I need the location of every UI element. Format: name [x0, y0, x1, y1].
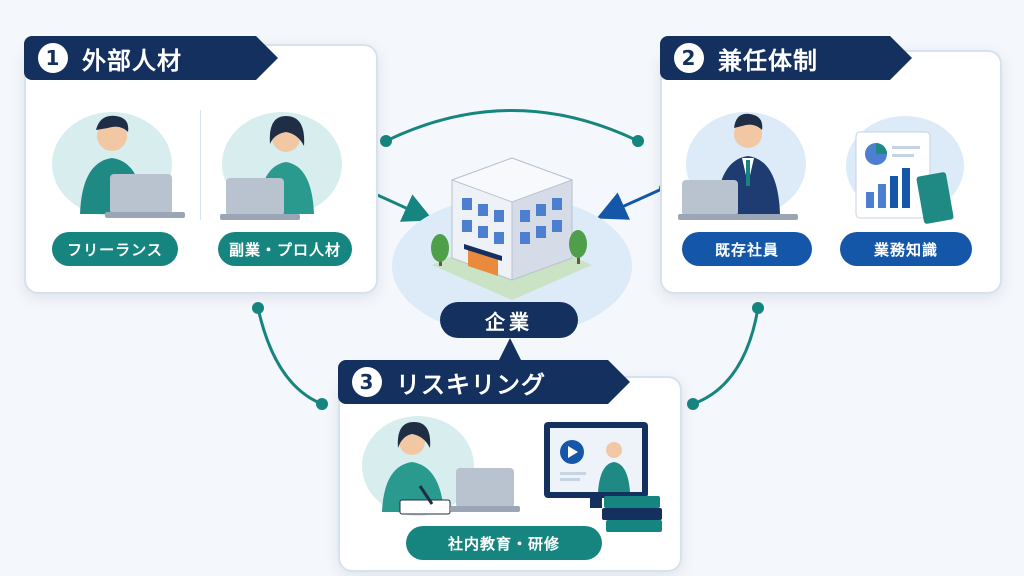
side-job-professional-illustration	[220, 116, 314, 220]
concurrent-role-header: 2 兼任体制	[660, 36, 912, 80]
existing-employee-badge: 既存社員	[682, 232, 812, 266]
top-connector-arc	[385, 109, 639, 143]
building-icon	[431, 157, 592, 300]
card-title: 兼任体制	[718, 46, 818, 75]
existing-employee-illustration	[678, 113, 798, 220]
internal-training-badge: 社内教育・研修	[406, 526, 602, 560]
card-title: リスキリング	[396, 370, 546, 399]
external-talent-header: 1 外部人材	[24, 36, 278, 80]
step-number-1: 1	[38, 43, 68, 73]
card1-divider	[200, 110, 201, 220]
online-training-monitor-icon	[544, 422, 662, 532]
business-knowledge-badge: 業務知識	[840, 232, 972, 266]
step-number-2: 2	[674, 43, 704, 73]
left-connector-arc	[256, 307, 323, 406]
freelance-badge: フリーランス	[52, 232, 178, 266]
side-job-badge: 副業・プロ人材	[218, 232, 352, 266]
card-title: 外部人材	[82, 46, 182, 75]
freelancer-illustration	[80, 115, 185, 218]
learner-illustration	[382, 422, 520, 515]
step-number-3: 3	[352, 367, 382, 397]
reskilling-header: 3 リスキリング	[338, 360, 630, 404]
company-label: 企業	[440, 302, 578, 338]
right-connector-arc	[692, 307, 760, 406]
arrow-from-concurrent	[596, 186, 665, 220]
business-knowledge-icon	[855, 131, 954, 224]
